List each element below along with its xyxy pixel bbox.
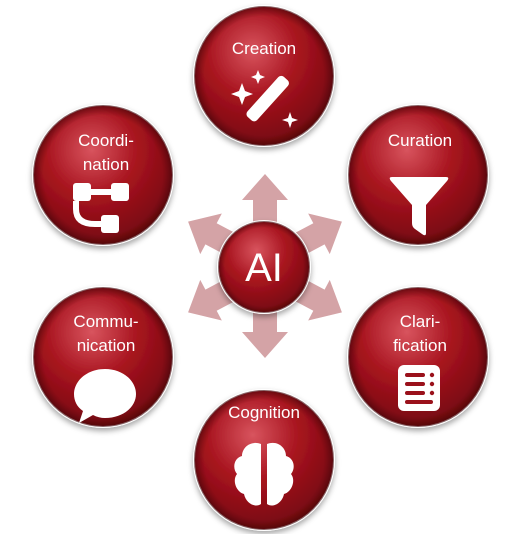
workflow-nodes-icon [73,183,129,233]
communication-label-line2: nication [77,336,136,355]
arrow-to-cognition [242,306,288,358]
document-list-icon [398,365,440,411]
speech-bubble-icon [74,369,136,423]
node-cognition: Cognition [193,389,335,531]
node-coordination: Coordi- nation [32,104,174,246]
coordination-label-line2: nation [83,155,129,174]
ai-hub-label: AI [245,246,283,290]
node-clarification: Clari- fication [347,286,489,428]
magic-wand-icon [231,70,298,128]
clarification-label-line1: Clari- [400,312,441,331]
filter-funnel-icon [389,177,449,236]
node-ai-hub: AI [217,220,311,314]
node-communication: Commu- nication [32,286,174,428]
curation-label: Curation [388,131,452,150]
arrow-to-creation [242,174,288,226]
coordination-label-line1: Coordi- [78,131,134,150]
node-curation: Curation [347,104,489,246]
node-creation: Creation [193,5,335,147]
cognition-label: Cognition [228,403,300,422]
clarification-label-line2: fication [393,336,447,355]
brain-icon [234,442,294,506]
communication-label-line1: Commu- [73,312,138,331]
creation-label: Creation [232,39,296,58]
